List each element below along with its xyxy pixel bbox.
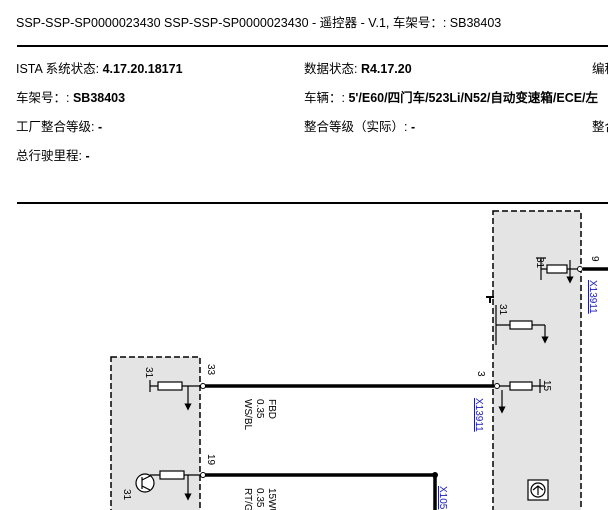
actual-value: - [410,120,416,134]
ista-label: ISTA 系统状态: [16,62,103,76]
data-label: 数据状态: [304,62,361,76]
wiring-diagram: 31 9 X13911 31 3 15 X13911 33 [110,210,608,510]
vehicle-label: 车辆：: [304,91,349,105]
document-title: SSP-SSP-SP0000023430 SSP-SSP-SP000002343… [16,16,502,30]
mileage-value: - [85,149,90,163]
x13911-link-top[interactable]: X13911 [587,280,598,314]
data-status: 数据状态: R4.17.20 [304,58,412,77]
wire2-signal: 15WUP [266,488,277,510]
right-control-module [492,210,582,510]
pin-9-label: 9 [589,256,600,262]
pin-31c-label: 31 [143,367,154,379]
right-pin-3-circuit [494,379,545,414]
total-mileage: 总行驶里程: - [16,145,90,164]
vin-label: 车架号：: [16,91,73,105]
actual-integration-level: 整合等级（实际）: - [304,116,415,135]
pin-19-label: 19 [205,454,216,466]
wire2-size: 0.35 [254,488,265,508]
integration-label: 整合 [592,120,608,134]
pin-3-label: 3 [475,371,486,377]
wire1-color: WS/BL [242,399,253,431]
pin-31a-label: 31 [534,257,545,269]
header-divider [17,45,608,47]
pin-15-label: 15 [541,380,552,392]
wire-fbd [149,380,494,411]
x13911-link-bottom[interactable]: X13911 [473,398,484,432]
factory-integration-level: 工厂整合等级: - [16,116,102,135]
actual-label: 整合等级（实际）: [304,120,411,134]
left-control-module [110,356,201,510]
factory-value: - [97,120,103,134]
wire-15wup [135,470,438,510]
pin-33-label: 33 [205,364,216,376]
factory-label: 工厂整合等级: [16,120,98,134]
wire1-size: 0.35 [254,399,265,419]
right-pin-9-circuit [536,257,608,284]
antenna-symbol [527,479,549,501]
pin-31d-label: 31 [121,489,132,501]
vehicle-value: 5'/E60/四门车/523Li/N52/自动变速箱/ECE/左 [348,91,599,105]
diagram-divider [17,202,608,204]
right-ground-circuit [486,296,549,345]
vin: 车架号：: SB38403 [16,87,125,106]
ista-status: ISTA 系统状态: 4.17.20.18171 [16,58,183,77]
x13911-bottom-text[interactable]: X13911 [473,398,484,432]
ista-value: 4.17.20.18171 [102,62,183,76]
x105-text[interactable]: X105 [437,486,448,510]
wire2-color: RT/GN [242,488,253,510]
x105-link[interactable]: X105 [437,486,448,510]
programming-label: 编程 [592,62,608,76]
wire1-signal: FBD [266,399,277,419]
pin-31b-label: 31 [497,304,508,316]
data-value: R4.17.20 [360,62,412,76]
vehicle: 车辆：: 5'/E60/四门车/523Li/N52/自动变速箱/ECE/左 [304,87,598,106]
mileage-label: 总行驶里程: [16,149,86,163]
x13911-top-text[interactable]: X13911 [587,280,598,314]
vin-value: SB38403 [72,91,126,105]
